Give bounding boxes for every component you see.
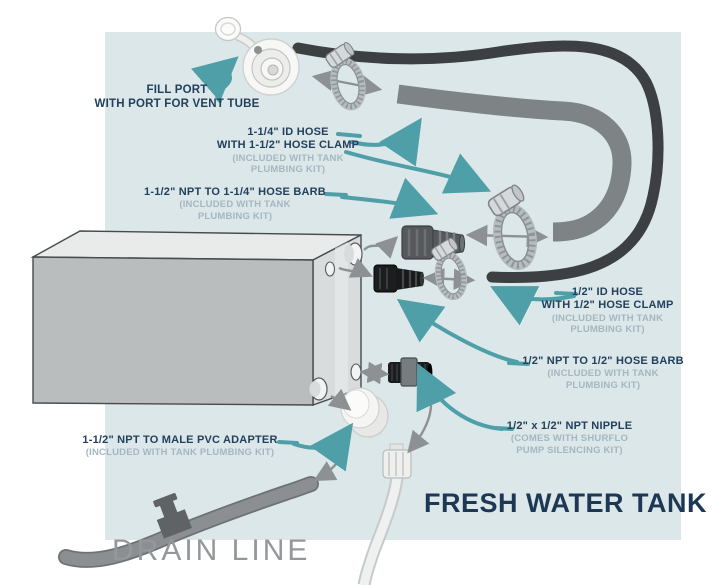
arrow-port-to-nipple bbox=[359, 361, 390, 385]
arrow-port-to-barb114 bbox=[363, 235, 399, 259]
arrow-to-nipple bbox=[416, 363, 504, 431]
fill-port-icon bbox=[242, 38, 300, 96]
hose-fitting-icon bbox=[382, 443, 412, 479]
dash-hose12 bbox=[554, 291, 578, 296]
label-barb-114: 1-1/2" NPT TO 1-1/4" HOSE BARB (INCLUDED… bbox=[144, 186, 326, 222]
drain-pipe-icon bbox=[58, 476, 319, 568]
arrow-to-hose12 bbox=[490, 286, 576, 326]
tank-port-drain bbox=[309, 377, 328, 401]
callout-arrows bbox=[191, 56, 578, 472]
arrow-port-to-barb12 bbox=[338, 258, 373, 278]
tank-port-fill bbox=[344, 242, 363, 266]
arrow-fill-port bbox=[191, 56, 239, 103]
arrow-to-hose114 bbox=[350, 117, 422, 167]
arrow-to-clamp114 bbox=[344, 150, 492, 194]
label-hose-12: 1/2" ID HOSE WITH 1/2" HOSE CLAMP (INCLU… bbox=[541, 286, 674, 336]
dash-barb114 bbox=[324, 192, 348, 197]
hose-barb-12-icon bbox=[373, 264, 425, 293]
label-fill-port: FILL PORT WITH PORT FOR VENT TUBE bbox=[94, 84, 260, 111]
tank-port-outlet bbox=[324, 261, 336, 277]
arrow-to-barb114 bbox=[340, 177, 439, 219]
label-hose-114: 1-1/4" ID HOSE WITH 1-1/2" HOSE CLAMP (I… bbox=[216, 126, 360, 176]
arrow-clamp-top bbox=[311, 69, 383, 97]
clear-hose-icon bbox=[357, 443, 412, 585]
water-tank-icon bbox=[30, 230, 363, 406]
drain-line-label: DRAIN LINE bbox=[112, 534, 311, 567]
dash-hose114 bbox=[336, 132, 362, 138]
arrow-port-to-adapter bbox=[327, 388, 352, 411]
dash-barb12 bbox=[507, 361, 530, 366]
diagram-title: FRESH WATER TANK bbox=[424, 488, 707, 518]
hose-one-quarter bbox=[396, 84, 632, 242]
drain-valve-icon bbox=[153, 492, 192, 539]
label-barb-12: 1/2" NPT TO 1/2" HOSE BARB (INCLUDED WIT… bbox=[522, 355, 684, 391]
arrow-to-barb12 bbox=[396, 298, 519, 364]
label-nipple: 1/2" x 1/2" NPT NIPPLE (COMES WITH SHURF… bbox=[506, 420, 633, 456]
hose-half-inch bbox=[292, 40, 664, 283]
label-pvc-adapter: 1-1/2" NPT TO MALE PVC ADAPTER (INCLUDED… bbox=[82, 434, 278, 459]
arrow-to-adapter bbox=[292, 422, 354, 472]
tank-port-pump bbox=[350, 363, 362, 381]
